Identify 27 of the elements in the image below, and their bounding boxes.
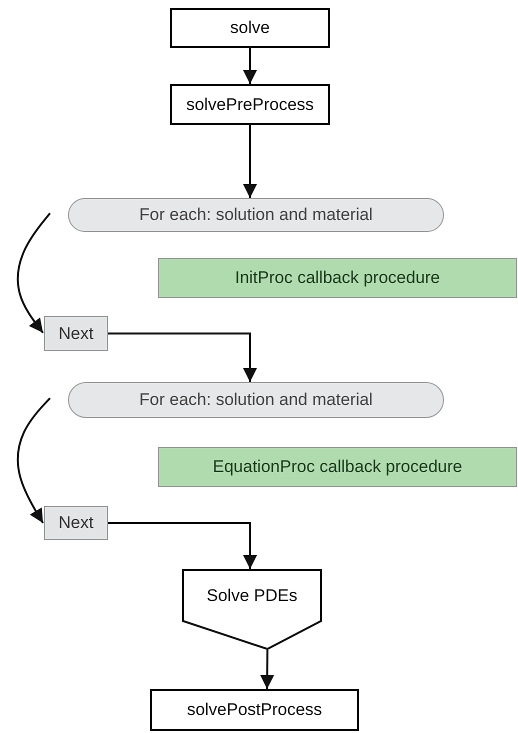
arrow — [16, 212, 51, 334]
arrow — [243, 48, 257, 84]
process-box — [150, 689, 359, 731]
node-label: EquationProc callback procedure — [212, 457, 462, 477]
next-box — [44, 506, 108, 540]
arrow — [260, 650, 274, 690]
node-label: For each: solution and material — [139, 390, 373, 410]
node-label: Solve PDEs — [206, 586, 298, 606]
node-label: InitProc callback procedure — [234, 268, 440, 288]
node-label: Next — [58, 324, 94, 344]
node-label: Next — [58, 513, 94, 533]
arrow — [16, 398, 51, 524]
callback-box — [158, 447, 517, 487]
arrow — [108, 332, 257, 382]
process-box — [170, 84, 330, 125]
arrow — [242, 125, 257, 198]
loop-pill — [68, 198, 444, 232]
arrow — [108, 522, 258, 569]
node-label: solvePostProcess — [186, 700, 322, 720]
node-label: For each: solution and material — [139, 205, 373, 225]
loop-pill — [68, 382, 444, 418]
node-label: solve — [230, 18, 270, 38]
offpage-shape — [182, 569, 322, 650]
callback-box — [158, 258, 517, 298]
node-label: solvePreProcess — [186, 94, 314, 114]
next-box — [44, 316, 108, 351]
process-box — [170, 8, 330, 48]
